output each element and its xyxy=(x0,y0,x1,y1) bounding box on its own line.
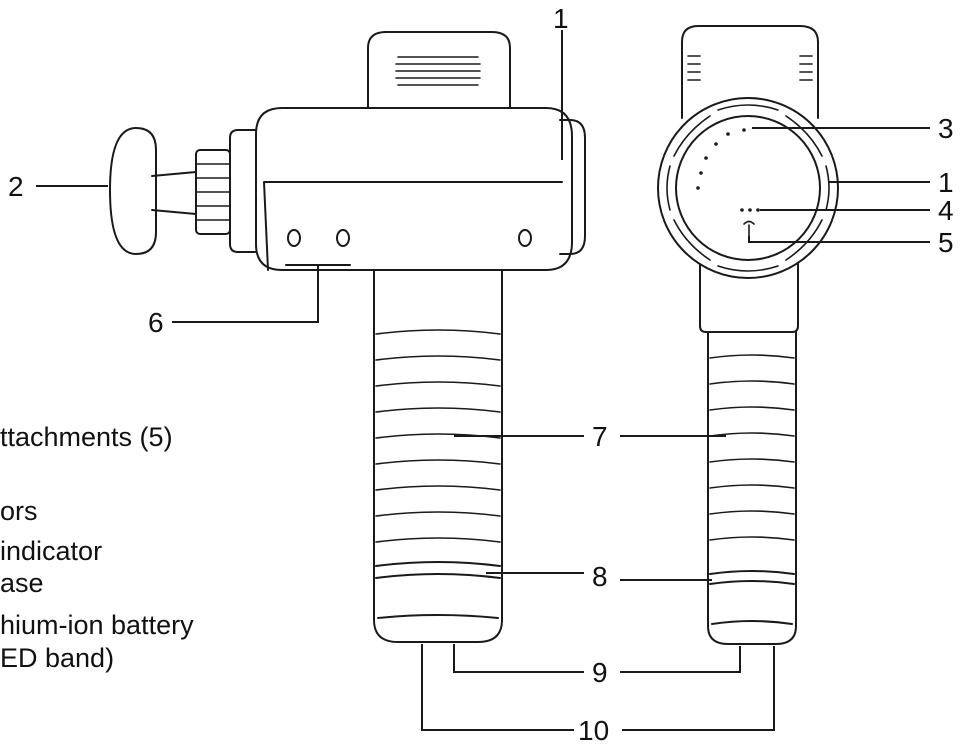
back-handle-grip-ridges xyxy=(709,354,795,541)
callout-1-side: 1 xyxy=(553,3,569,34)
side-front-collar xyxy=(229,129,257,253)
legend-item-attachments: ttachments (5) xyxy=(0,422,173,452)
side-led-band-lower xyxy=(375,573,501,579)
legend-item-motors: ors xyxy=(0,496,38,526)
legend-item-battery: hium-ion battery xyxy=(0,610,194,640)
back-handle xyxy=(707,331,797,645)
leader-10-left xyxy=(421,644,574,731)
leader-9-right xyxy=(620,646,741,673)
callout-7: 7 xyxy=(592,421,608,452)
callout-numbers: 1 2 6 7 8 9 10 3 1 4 5 xyxy=(8,3,954,745)
side-coupling-ribs xyxy=(195,163,231,221)
back-inner-dial xyxy=(675,115,821,261)
parts-legend: ttachments (5) ors indicator ase hium-io… xyxy=(0,422,194,673)
leader-10-right xyxy=(622,646,775,731)
back-vent-left-icon xyxy=(687,55,701,81)
back-wireless-icon xyxy=(743,220,755,237)
callout-10: 10 xyxy=(578,715,609,745)
legend-item-case: ase xyxy=(0,568,44,598)
side-top-vent-icon xyxy=(395,56,481,86)
back-led-band-lower xyxy=(709,580,795,585)
back-outer-ring xyxy=(657,97,839,279)
side-handle-grip-ridges xyxy=(375,329,501,543)
leader-9-left xyxy=(453,644,584,673)
callout-8: 8 xyxy=(592,561,608,592)
side-button-hole-1 xyxy=(287,229,301,247)
side-ball-attachment xyxy=(109,127,157,255)
back-led-band xyxy=(709,570,795,575)
back-speed-indicator-dots xyxy=(696,128,746,190)
callout-2: 2 xyxy=(8,171,24,202)
back-vent-right-icon xyxy=(799,55,813,81)
leader-5 xyxy=(748,236,930,243)
callout-5: 5 xyxy=(938,227,954,258)
callout-1-back: 1 xyxy=(938,167,954,198)
side-led-band xyxy=(375,561,501,567)
back-neck xyxy=(699,263,799,333)
callout-6: 6 xyxy=(148,307,164,338)
callout-3: 3 xyxy=(938,113,954,144)
back-battery-seam xyxy=(711,620,793,625)
side-button-hole-3 xyxy=(518,229,532,247)
side-button-hole-2 xyxy=(336,229,350,247)
side-battery-seam xyxy=(377,614,499,619)
side-rear-cap xyxy=(559,119,586,255)
back-battery-indicator-dots xyxy=(740,208,760,212)
callout-4: 4 xyxy=(938,195,954,226)
leader-6 xyxy=(172,266,319,323)
side-attachment-stem xyxy=(151,171,197,215)
back-ring-segments xyxy=(666,104,830,272)
leader-lines xyxy=(36,30,930,731)
side-view-device xyxy=(109,31,586,643)
legend-item-indicator: indicator xyxy=(0,536,102,566)
side-handle xyxy=(373,269,503,643)
side-top-block xyxy=(367,31,511,109)
side-seam-line xyxy=(263,181,563,271)
back-upper-block xyxy=(681,25,819,119)
callout-9: 9 xyxy=(592,657,608,688)
back-view-device xyxy=(657,25,839,645)
legend-item-led-band: ED band) xyxy=(0,643,114,673)
